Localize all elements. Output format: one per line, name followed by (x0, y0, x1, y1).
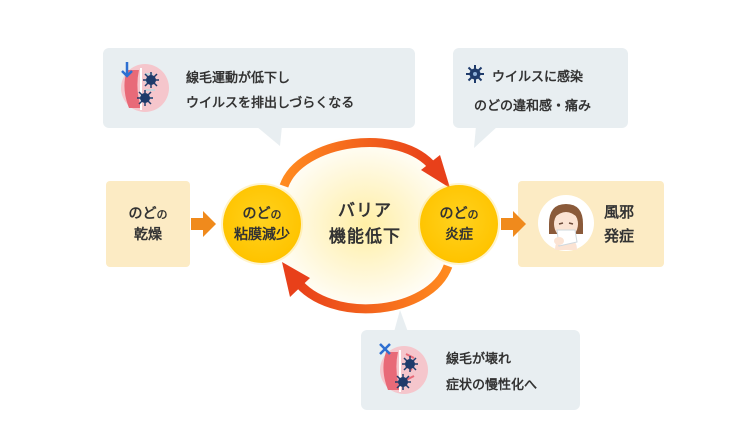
bubble-cilia-broken-line2: 症状の慢性化へ (446, 378, 538, 393)
bubble-cilia-decline-tail (256, 126, 282, 146)
box-throat-dryness: のどの 乾燥 (106, 181, 190, 267)
circle-inflammation-line1: のど (439, 205, 468, 222)
sick-person-icon (537, 194, 595, 252)
center-line2: 機能低下 (329, 227, 401, 247)
box-dryness-particle: の (156, 207, 168, 221)
circle-inflammation-line2: 炎症 (445, 226, 473, 243)
cycle-arrow-bottom (292, 264, 453, 314)
center-barrier-decline: バリア 機能低下 (312, 198, 418, 250)
bubble-virus-infection-line1: ウイルスに感染 (492, 70, 584, 85)
bubble-virus-infection-tail (474, 126, 498, 148)
cycle-arrow-bottom-head (282, 262, 310, 297)
box-cold-line2: 発症 (604, 227, 635, 245)
flow-arrow-inflammation-to-cold (501, 211, 526, 237)
cycle-arrow-top-head (421, 155, 450, 188)
circle-mucosa-line2: 粘膜減少 (234, 226, 290, 243)
cilia-down-icon (117, 58, 173, 114)
bubble-virus-infection-line2: のどの違和感・痛み (474, 99, 592, 114)
bubble-virus-infection (453, 48, 628, 128)
virus-icon (465, 64, 485, 84)
circle-mucosa-line1: のど (242, 205, 271, 222)
circle-mucosa-particle: の (270, 207, 282, 221)
bubble-cilia-broken-line1: 線毛が壊れ (446, 352, 512, 367)
box-cold-text: 風邪 発症 (604, 200, 634, 248)
cilia-broken-icon (376, 340, 432, 396)
bubble-cilia-decline-line2: ウイルスを排出しづらくなる (186, 96, 355, 111)
circle-inflammation: のどの 炎症 (420, 185, 498, 263)
bubble-cilia-broken-tail (394, 310, 408, 332)
cycle-arrow-top (279, 138, 438, 188)
circle-mucosa-decrease: のどの 粘膜減少 (223, 185, 301, 263)
bubble-cilia-decline-line1: 線毛運動が低下し (186, 71, 291, 86)
box-dryness-line1: のど (128, 205, 157, 222)
box-dryness-line2: 乾燥 (134, 226, 162, 243)
box-cold-line1: 風邪 (604, 203, 635, 221)
center-line1: バリア (338, 201, 392, 221)
circle-inflammation-particle: の (467, 207, 479, 221)
flow-arrow-dryness-to-mucosa (191, 211, 216, 237)
